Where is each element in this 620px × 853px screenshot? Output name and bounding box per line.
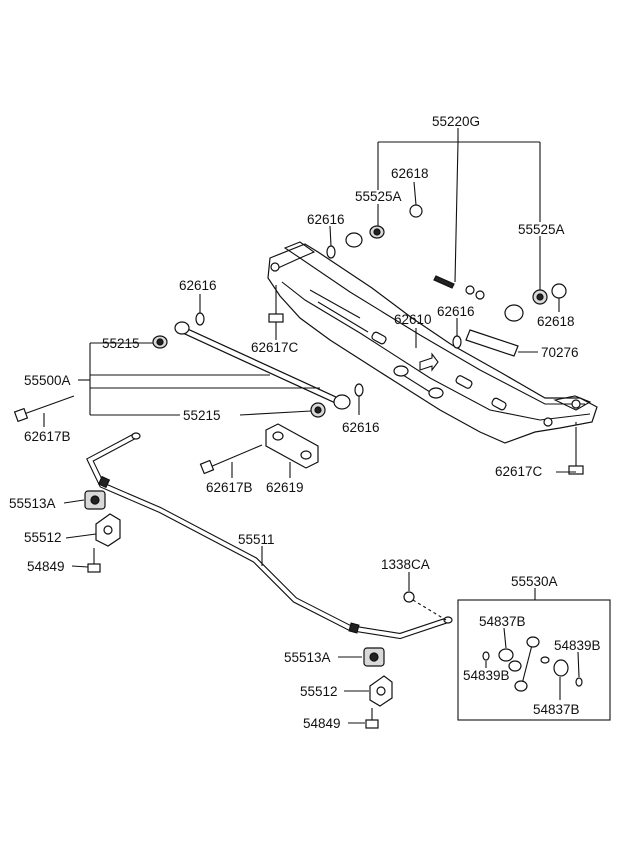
bushing-55513a-right [363, 647, 385, 667]
label-55512-left: 55512 [24, 530, 62, 545]
trailing-link-55500a [174, 321, 351, 410]
washer-54837b-lower [553, 659, 569, 677]
nut-62618-upper [409, 204, 423, 218]
label-54839b-right: 54839B [554, 638, 601, 653]
label-54849-left: 54849 [27, 559, 65, 574]
washer-62616-right [354, 383, 364, 397]
washer-62616-mid [452, 335, 462, 349]
label-62616-mid: 62616 [437, 304, 475, 319]
bushing-link-left [508, 660, 522, 672]
bushing-55215-upper-core [156, 338, 164, 346]
label-55512-right: 55512 [300, 684, 338, 699]
bolt-54849-right [365, 708, 379, 729]
washer-54837b-upper [498, 648, 514, 662]
leader-lines [43, 128, 580, 724]
clamp-55512-left [95, 513, 121, 547]
stabilizer-bar-55511 [86, 432, 453, 640]
bolt-62617b-center [199, 444, 263, 475]
nut-1338ca [403, 591, 415, 603]
stabilizer-link [514, 636, 550, 692]
label-62610: 62610 [394, 312, 432, 327]
label-55513a-right: 55513A [284, 650, 331, 665]
bracket-70276 [465, 329, 519, 357]
label-54839b-left: 54839B [463, 668, 510, 683]
label-55215-lower: 55215 [183, 408, 221, 423]
label-62618-lower: 62618 [537, 314, 575, 329]
lateral-rod-55220g [345, 232, 524, 322]
label-62619: 62619 [266, 480, 304, 495]
label-55511: 55511 [238, 532, 275, 547]
bolt-62617b-left [13, 395, 75, 423]
label-55220g: 55220G [432, 114, 480, 129]
bushing-55513a-left [84, 490, 106, 510]
label-62617b-left: 62617B [24, 429, 71, 444]
label-55525a-left: 55525A [355, 189, 402, 204]
label-55525a-right: 55525A [518, 222, 565, 237]
label-55500a: 55500A [24, 373, 71, 388]
label-55513a-left: 55513A [9, 496, 56, 511]
crossmember-62610 [267, 241, 598, 444]
label-62618-upper: 62618 [391, 166, 429, 181]
label-62616-left: 62616 [179, 278, 217, 293]
label-62616-right: 62616 [342, 420, 380, 435]
washer-62616-upper [326, 245, 336, 259]
ring-54839b-left [482, 651, 490, 661]
label-1338ca: 1338CA [381, 557, 430, 572]
bushing-55525a-left-core [373, 228, 381, 236]
bolt-62617c-lower [568, 430, 584, 475]
label-70276: 70276 [541, 345, 579, 360]
bushing-55525a-right-core [536, 293, 544, 301]
link-box-55530a [457, 599, 611, 721]
label-62617c-upper: 62617C [251, 340, 299, 355]
washer-62616-left [195, 312, 205, 326]
ring-54839b-right [575, 677, 583, 687]
label-55215-upper: 55215 [102, 336, 140, 351]
label-62617b-center: 62617B [206, 480, 253, 495]
bolt-54849-left [87, 548, 101, 573]
label-55530a: 55530A [511, 574, 558, 589]
label-62616-upper: 62616 [307, 212, 345, 227]
label-54837b-upper: 54837B [479, 614, 526, 629]
part-labels: 55220G 62618 55525A 55525A 62616 62618 6… [9, 114, 601, 731]
label-54849-right: 54849 [303, 716, 341, 731]
bracket-62619 [265, 423, 319, 469]
bushing-55215-lower-core [314, 406, 322, 414]
label-62617c-lower: 62617C [495, 464, 543, 479]
clamp-55512-right [369, 675, 393, 707]
nut-62618-lower [551, 283, 567, 299]
label-54837b-lower: 54837B [533, 702, 580, 717]
